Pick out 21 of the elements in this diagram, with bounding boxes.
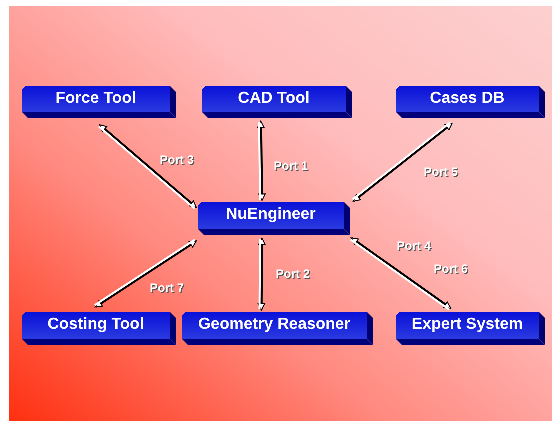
- box-label: Cases DB: [429, 89, 506, 109]
- edge-label: Port 1: [274, 159, 308, 173]
- box-label: CAD Tool: [237, 89, 311, 109]
- beveled-box: [22, 312, 176, 345]
- beveled-box: [182, 312, 373, 345]
- beveled-box: [396, 312, 545, 345]
- box-label: Expert System: [410, 315, 524, 335]
- beveled-box: [396, 86, 545, 118]
- box-label: NuEngineer: [225, 205, 317, 225]
- edge-label: Port 3: [160, 153, 194, 167]
- port-label: Port 6: [434, 262, 468, 276]
- edge-label: Port 5: [424, 165, 458, 179]
- beveled-box: [22, 86, 176, 118]
- beveled-box: [202, 86, 352, 118]
- edge-label: Port 2: [276, 267, 310, 281]
- box-label: Geometry Reasoner: [197, 315, 352, 335]
- edge-label: Port 4: [397, 239, 432, 253]
- box-label: Force Tool: [54, 89, 138, 109]
- edge-label: Port 7: [150, 281, 184, 295]
- beveled-box: [198, 202, 350, 235]
- box-label: Costing Tool: [46, 315, 146, 335]
